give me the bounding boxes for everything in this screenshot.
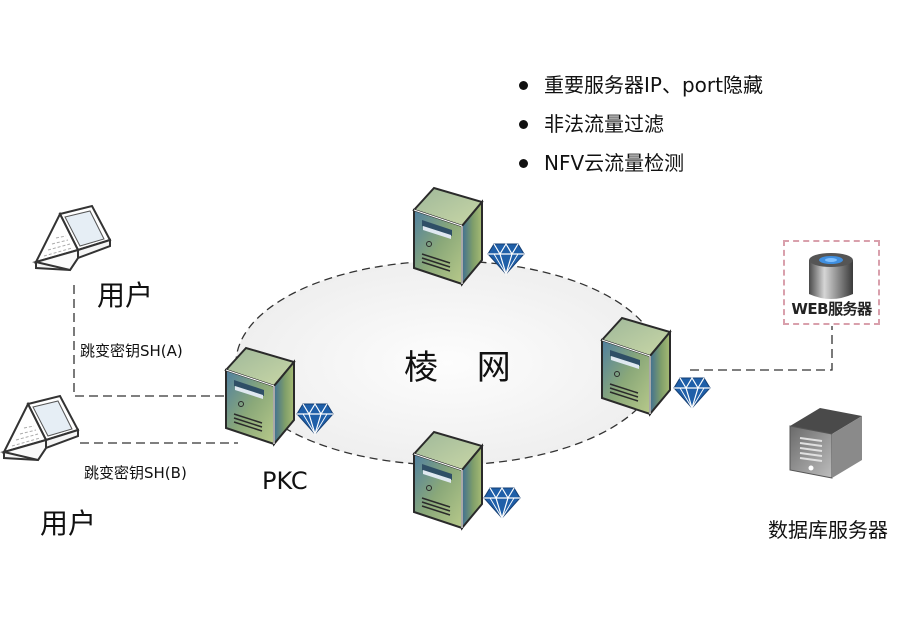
user-b-label: 用户 <box>40 507 97 540</box>
key-a-label: 跳变密钥SH(A) <box>80 342 183 360</box>
pkc-label: PKC <box>262 467 308 495</box>
feature-item: NFV云流量检测 <box>516 144 763 183</box>
feature-list: 重要服务器IP、port隐藏 非法流量过滤 NFV云流量检测 <box>516 66 763 183</box>
bullet-icon <box>519 120 528 129</box>
database-cylinder-icon <box>809 253 853 299</box>
user-a-link <box>73 285 228 397</box>
web-server-label: WEB服务器 <box>791 300 872 318</box>
connection-lines <box>73 285 833 444</box>
network-label: 棱 网 <box>404 348 525 388</box>
user-a-label: 用户 <box>97 279 154 312</box>
feature-item: 重要服务器IP、port隐藏 <box>516 66 763 105</box>
db-server-label: 数据库服务器 <box>768 518 888 542</box>
key-b-label: 跳变密钥SH(B) <box>84 464 187 482</box>
web-link <box>690 326 833 371</box>
laptop-icon-user-b <box>3 395 79 461</box>
laptop-icon-user-a <box>35 205 111 271</box>
feature-item: 非法流量过滤 <box>516 105 763 144</box>
bullet-icon <box>519 159 528 168</box>
server-icon-top-node[interactable] <box>413 187 483 285</box>
diamond-icon-bottom-node <box>483 487 521 519</box>
server-icon-bottom-node[interactable] <box>413 431 483 529</box>
bullet-icon <box>519 81 528 90</box>
diamond-icon-right-node <box>673 377 711 409</box>
tower-server-icon[interactable] <box>789 408 862 479</box>
web-server[interactable]: WEB服务器 <box>783 240 880 325</box>
server-icon-right-node[interactable] <box>601 317 671 415</box>
server-icon-pkc-node[interactable] <box>225 347 295 445</box>
